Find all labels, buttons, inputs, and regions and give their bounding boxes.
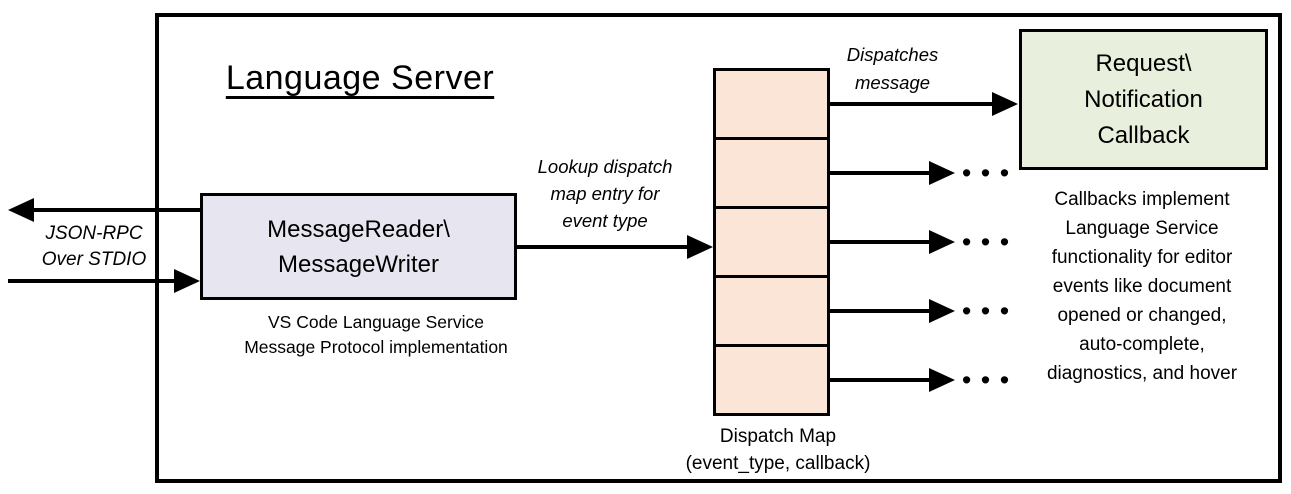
message-reader-writer-box: MessageReader\ MessageWriter [200,193,517,300]
label-line: Language Service [1065,218,1219,239]
dispatch-map-cell [716,140,827,209]
ellipsis: • • • [961,227,1011,257]
json-rpc-label: JSON-RPC Over STDIO [23,221,165,273]
label-line: message [854,72,931,93]
dispatch-map-cell [716,209,827,278]
ellipsis: • • • [961,158,1011,188]
dispatches-message-label: Dispatches message [815,41,970,97]
label-line: Callbacks implement [1054,189,1230,210]
label-line: opened or changed, [1057,305,1227,326]
label-line: Over STDIO [41,249,147,270]
label-line: MessageReader\ [267,215,450,243]
label-line: diagnostics, and hover [1046,363,1238,384]
request-notification-callback-box: Request\ Notification Callback [1019,29,1268,170]
label-line: functionality for editor [1051,247,1233,268]
dispatch-map-cell [716,347,827,413]
ellipsis: • • • [961,296,1011,326]
language-server-boundary [155,13,1282,483]
page-title-text: Language Server [225,59,495,97]
ellipsis: • • • [961,365,1011,395]
message-box-caption: VS Code Language Service Message Protoco… [193,310,559,360]
label-line: VS Code Language Service [268,312,484,332]
label-line: MessageWriter [278,250,439,278]
label-line: events like document [1052,276,1232,297]
label-line: event type [562,210,648,231]
callbacks-description: Callbacks implement Language Service fun… [1008,185,1276,388]
dispatch-map-cell [716,71,827,140]
label-line: Callback [1097,121,1190,149]
label-line: Dispatches [846,44,939,65]
label-line: Dispatch Map [719,426,837,447]
label-line: map entry for [550,183,660,204]
dispatch-map [713,68,830,416]
label-line: Message Protocol implementation [244,337,508,357]
label-line: JSON-RPC [45,223,143,244]
lookup-dispatch-label: Lookup dispatch map entry for event type [517,153,693,234]
label-line: (event_type, callback) [685,453,871,474]
label-line: Notification [1084,85,1203,113]
dispatch-map-cell [716,278,827,347]
label-line: Lookup dispatch [537,156,673,177]
label-line: Request\ [1095,49,1192,77]
dispatch-map-caption: Dispatch Map (event_type, callback) [663,423,893,477]
label-line: auto-complete, [1079,334,1205,355]
page-title: Language Server [215,56,505,100]
